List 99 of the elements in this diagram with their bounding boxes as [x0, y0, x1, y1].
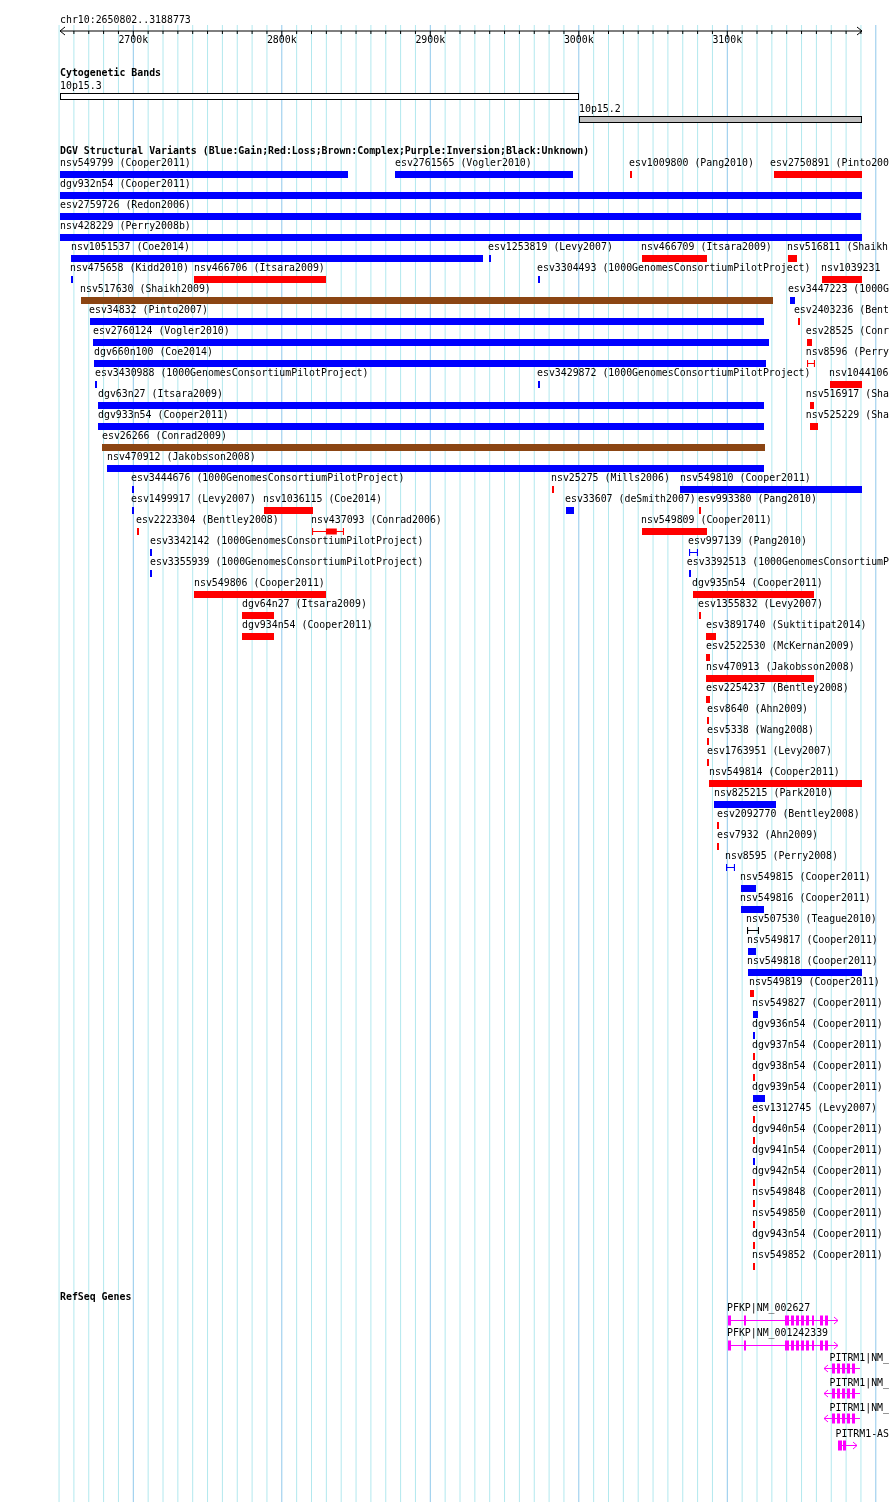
- variant-label: nsv549815 (Cooper2011): [740, 871, 871, 883]
- variant-label: nsv549852 (Cooper2011): [752, 1249, 883, 1261]
- variant-label: esv1763951 (Levy2007): [707, 745, 832, 757]
- variant-label: esv5338 (Wang2008): [707, 724, 814, 736]
- variant-label: nsv549814 (Cooper2011): [709, 766, 840, 778]
- variant-label: esv2403236 (Bent: [793, 304, 889, 316]
- variant-label: dgv933n54 (Cooper2011): [98, 409, 229, 421]
- variant-label: dgv64n27 (Itsara2009): [242, 598, 367, 610]
- variant-label: esv3891740 (Suktitipat2014): [706, 619, 867, 631]
- variant-label: esv8640 (Ahn2009): [707, 703, 809, 715]
- variant-label: esv3444676 (1000GenomesConsortiumPilotProject): [131, 472, 405, 484]
- variant-label: nsv549817 (Cooper2011): [747, 934, 878, 946]
- variant-label: esv3355939 (1000GenomesConsortiumPilotProject): [150, 556, 424, 568]
- variant-label: dgv942n54 (Cooper2011): [752, 1165, 883, 1177]
- variant-label: nsv8596 (Perry: [805, 346, 889, 358]
- track-title: RefSeq Genes: [60, 1291, 132, 1303]
- variant-label: esv1253819 (Levy2007): [488, 241, 613, 253]
- variant-label: dgv943n54 (Cooper2011): [752, 1228, 883, 1240]
- variant-label: esv2223304 (Bentley2008): [136, 514, 279, 526]
- variant-label: esv2760124 (Vogler2010): [93, 325, 230, 337]
- variant-label: dgv936n54 (Cooper2011): [752, 1018, 883, 1030]
- variant-label: dgv939n54 (Cooper2011): [752, 1081, 883, 1093]
- variant-label: dgv660n100 (Coe2014): [94, 346, 213, 358]
- variant-label: dgv938n54 (Cooper2011): [752, 1060, 883, 1072]
- gene-label: PITRM1|NM_: [829, 1352, 889, 1364]
- variant-label: nsv470912 (Jakobsson2008): [107, 451, 256, 463]
- variant-label: nsv549806 (Cooper2011): [194, 577, 325, 589]
- variant-label: nsv549799 (Cooper2011): [60, 157, 191, 169]
- variant-label: nsv470913 (Jakobsson2008): [706, 661, 855, 673]
- variant-label: nsv25275 (Mills2006): [551, 472, 670, 484]
- gene-label: PITRM1|NM_: [829, 1377, 889, 1389]
- variant-label: dgv63n27 (Itsara2009): [98, 388, 223, 400]
- variant-label: nsv1039231: [821, 262, 881, 274]
- variant-label: esv1312745 (Levy2007): [752, 1102, 877, 1114]
- gene-label: PFKP|NM_002627: [727, 1302, 811, 1314]
- variant-label: esv1355832 (Levy2007): [698, 598, 823, 610]
- variant-label: nsv428229 (Perry2008b): [60, 220, 191, 232]
- variant-label: esv3392513 (1000GenomesConsortiumP: [686, 556, 889, 568]
- variant-label: dgv934n54 (Cooper2011): [242, 619, 373, 631]
- variant-label: nsv8595 (Perry2008): [725, 850, 838, 862]
- variant-label: esv26266 (Conrad2009): [102, 430, 227, 442]
- variant-label: esv34832 (Pinto2007): [89, 304, 208, 316]
- variant-label: esv993380 (Pang2010): [698, 493, 817, 505]
- tick-label: 3000k: [563, 34, 594, 46]
- variant-label: esv3304493 (1000GenomesConsortiumPilotProject): [537, 262, 811, 274]
- variant-label: nsv525229 (Sha: [805, 409, 889, 421]
- variant-label: nsv1051537 (Coe2014): [71, 241, 190, 253]
- variant-label: nsv549810 (Cooper2011): [680, 472, 811, 484]
- variant-label: nsv549818 (Cooper2011): [747, 955, 878, 967]
- variant-label: nsv1036115 (Coe2014): [263, 493, 382, 505]
- tick-label: 2700k: [118, 34, 149, 46]
- variant-label: esv3430988 (1000GenomesConsortiumPilotProject): [95, 367, 369, 379]
- variant-label: esv997139 (Pang2010): [688, 535, 807, 547]
- variant-label: esv2761565 (Vogler2010): [395, 157, 532, 169]
- variant-label: esv1499917 (Levy2007): [131, 493, 256, 505]
- track-title: DGV Structural Variants (Blue:Gain;Red:Loss;Brown:Complex;Purple:Inversion;Black:Unknown): [60, 145, 590, 157]
- variant-label: nsv549809 (Cooper2011): [641, 514, 772, 526]
- variant-label: esv28525 (Conr: [805, 325, 889, 337]
- gene-label: PFKP|NM_001242339: [727, 1327, 829, 1339]
- tick-label: 3100k: [712, 34, 743, 46]
- variant-label: dgv937n54 (Cooper2011): [752, 1039, 883, 1051]
- variant-label: nsv516811 (Shaikh: [787, 241, 889, 253]
- variant-label: nsv549827 (Cooper2011): [752, 997, 883, 1009]
- variant-label: nsv475658 (Kidd2010): [70, 262, 189, 274]
- variant-label: nsv549850 (Cooper2011): [752, 1207, 883, 1219]
- variant-label: nsv516917 (Sha: [805, 388, 889, 400]
- variant-label: dgv935n54 (Cooper2011): [692, 577, 823, 589]
- variant-label: nsv437093 (Conrad2006): [311, 514, 442, 526]
- variant-label: esv3429872 (1000GenomesConsortiumPilotProject): [537, 367, 811, 379]
- tick-label: 2800k: [266, 34, 297, 46]
- gene-label: PITRM1-AS: [835, 1428, 889, 1440]
- variant-label: esv2750891 (Pinto200: [770, 157, 889, 169]
- variant-label: dgv940n54 (Cooper2011): [752, 1123, 883, 1135]
- variant-label: esv2254237 (Bentley2008): [706, 682, 849, 694]
- variant-label: nsv1044106: [829, 367, 889, 379]
- track-title: Cytogenetic Bands: [60, 67, 162, 79]
- variant-label: esv3447223 (1000G: [787, 283, 889, 295]
- region-coordinates: chr10:2650802..3188773: [60, 14, 191, 26]
- variant-label: esv3342142 (1000GenomesConsortiumPilotProject): [150, 535, 424, 547]
- variant-label: dgv932n54 (Cooper2011): [60, 178, 191, 190]
- variant-label: esv1009800 (Pang2010): [629, 157, 754, 169]
- variant-label: esv2092770 (Bentley2008): [717, 808, 860, 820]
- variant-label: esv2759726 (Redon2006): [60, 199, 191, 211]
- variant-label: esv2522530 (McKernan2009): [706, 640, 855, 652]
- band-label: 10p15.3: [60, 80, 102, 92]
- variant-label: nsv466706 (Itsara2009): [194, 262, 325, 274]
- variant-label: nsv549819 (Cooper2011): [749, 976, 880, 988]
- tick-label: 2900k: [415, 34, 446, 46]
- variant-label: esv33607 (deSmith2007): [565, 493, 696, 505]
- variant-label: dgv941n54 (Cooper2011): [752, 1144, 883, 1156]
- variant-label: nsv549816 (Cooper2011): [740, 892, 871, 904]
- gene-label: PITRM1|NM_: [829, 1402, 889, 1414]
- variant-label: nsv507530 (Teague2010): [746, 913, 877, 925]
- variant-label: nsv549848 (Cooper2011): [752, 1186, 883, 1198]
- variant-label: nsv825215 (Park2010): [714, 787, 833, 799]
- band-label: 10p15.2: [579, 103, 621, 115]
- variant-label: nsv466709 (Itsara2009): [641, 241, 772, 253]
- variant-label: esv7932 (Ahn2009): [717, 829, 819, 841]
- variant-label: nsv517630 (Shaikh2009): [80, 283, 211, 295]
